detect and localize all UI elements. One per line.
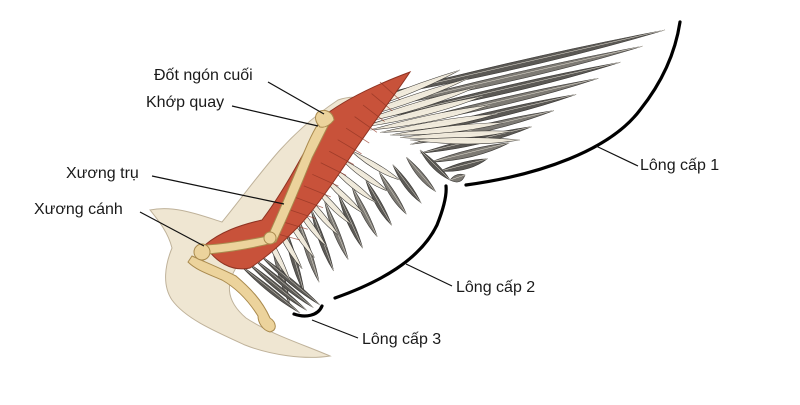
primary-feather-shaft [439,158,488,172]
primary-feather-shaft [429,142,510,163]
lower-covert-feather-shaft [349,149,401,181]
muscle-fiber [320,162,347,176]
secondary-feather-shaft [378,171,407,215]
elbow-joint [193,243,211,261]
muscle-fiber [345,127,370,144]
secondary-feather-shaft [392,164,422,203]
muscle-fiber [371,93,393,112]
leader-tertiary [311,319,359,339]
muscle-fiber [379,81,401,101]
tertiary-bracket [292,304,324,318]
muscle-fiber [295,197,324,209]
secondary-feather-shaft [406,157,436,192]
leader-primary [595,145,639,167]
muscle-fiber [337,139,362,155]
tertiary-feather-shaft [246,261,307,311]
covert-feather-shaft [399,131,513,138]
leader-humerus [139,211,205,247]
covert-feather-shaft [389,122,506,136]
muscle-fiber [312,173,339,187]
lower-covert-feather-shaft [339,157,388,192]
secondary-feather-shaft [337,193,363,249]
muscle-fiber [303,185,331,198]
humerus-bone [187,255,276,333]
primary-feather-shaft [449,174,466,181]
muscle-fiber [354,116,378,133]
label-primary: Lông cấp 1 [640,157,719,174]
primary-feather-shaft [379,61,621,119]
muscle-fiber [329,150,355,165]
label-secondary: Lông cấp 2 [456,279,535,296]
secondary-bracket [333,184,448,300]
covert-feather-shaft [359,96,483,128]
label-distal-phalanx: Đốt ngón cuối [154,67,253,84]
secondary-feather-shaft [324,200,349,260]
secondary-feather-shaft [365,178,393,226]
primary-feather [449,173,466,183]
leader-ulna [151,175,285,205]
covert-feather [409,137,521,145]
wrist-joint [263,231,277,245]
muscle-fiber [362,104,385,122]
tertiary-feather-shaft [239,264,301,314]
label-tertiary: Lông cấp 3 [362,331,441,348]
label-ulna: Xương trụ [66,165,139,182]
muscle-fiber [286,208,316,219]
wing-bones [187,109,335,333]
covert-feather-shaft [379,113,498,133]
leader-distal-phalanx [267,81,325,115]
label-radius: Khớp quay [146,94,224,111]
leader-radius [231,105,319,127]
secondary-feather-shaft [351,186,378,237]
tertiary-feather-shaft [253,258,314,308]
secondary-feather-shaft [419,149,451,181]
covert-feather-shaft [369,104,491,131]
leader-secondary [405,263,453,287]
primary-bracket [464,20,682,187]
label-humerus: Xương cánh [34,201,123,218]
radius-bone [315,109,335,128]
